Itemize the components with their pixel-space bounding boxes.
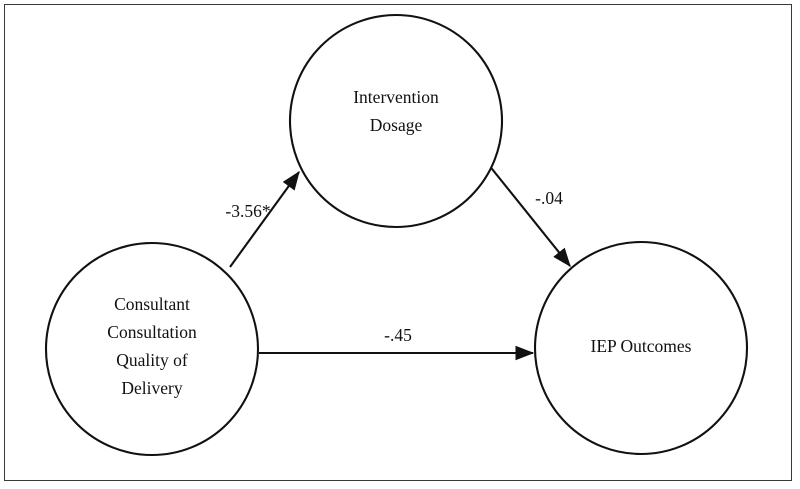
node-label-quality-line2: Consultation xyxy=(107,322,197,342)
nodes-group xyxy=(44,13,749,457)
edge-label-quality-to-outcomes: -.45 xyxy=(384,325,412,345)
edges-group xyxy=(229,158,571,361)
edge-quality-to-dosage xyxy=(229,170,300,268)
node-iep-outcomes xyxy=(533,240,749,456)
edge-label-quality-to-dosage: -3.56* xyxy=(225,201,270,221)
node-label-intervention-dosage-line2: Dosage xyxy=(370,115,423,135)
node-consultant-consultation-quality-of-delivery xyxy=(44,241,260,457)
node-label-quality-line3: Quality of xyxy=(116,350,188,370)
node-label-quality-line1: Consultant xyxy=(114,294,190,314)
node-labels-group: Intervention Dosage Consultant Consultat… xyxy=(107,87,691,398)
edge-label-dosage-to-outcomes: -.04 xyxy=(535,188,563,208)
node-label-iep-outcomes: IEP Outcomes xyxy=(591,336,692,356)
node-label-intervention-dosage: Intervention xyxy=(353,87,439,107)
edge-labels-group: -3.56* -.04 -.45 xyxy=(225,188,563,345)
node-label-quality-line4: Delivery xyxy=(121,378,182,398)
node-intervention-dosage xyxy=(288,13,504,229)
edge-dosage-to-outcomes xyxy=(483,158,571,267)
